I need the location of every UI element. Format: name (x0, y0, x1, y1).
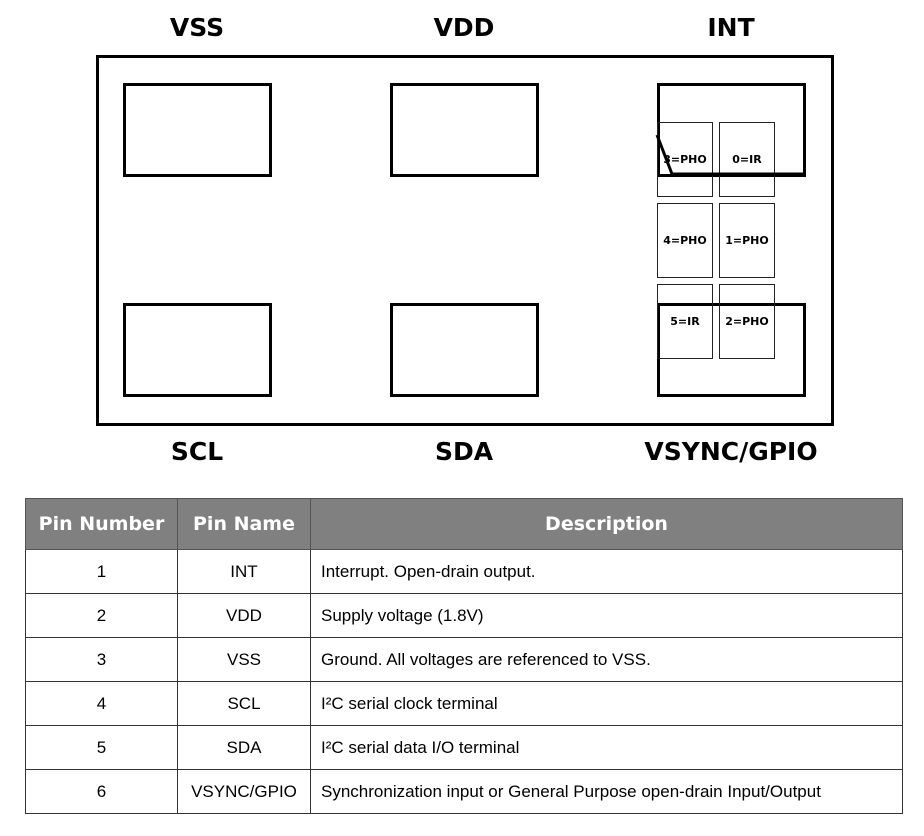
pin-name: VSS (177, 637, 311, 682)
table-row: 3 VSS Ground. All voltages are reference… (25, 637, 903, 682)
pin-number: 2 (25, 593, 178, 638)
pin-description: Synchronization input or General Purpose… (310, 769, 903, 814)
pin-name: VDD (177, 593, 311, 638)
table-row: 5 SDA I²C serial data I/O terminal (25, 725, 903, 770)
pad-sda (390, 303, 539, 397)
pin-name: SDA (177, 725, 311, 770)
table-row: 2 VDD Supply voltage (1.8V) (25, 593, 903, 638)
pad-vdd (390, 83, 539, 177)
pin-label-vdd: VDD (433, 13, 495, 42)
pad-vsync-gpio (657, 303, 806, 397)
pin-label-scl: SCL (170, 437, 224, 466)
pin-table: Pin Number Pin Name Description 1 INT In… (25, 498, 903, 814)
photodiode-2: 2=PHO (719, 284, 775, 359)
pin-number: 5 (25, 725, 178, 770)
table-row: 6 VSYNC/GPIO Synchronization input or Ge… (25, 769, 903, 814)
pin-description: Interrupt. Open-drain output. (310, 549, 903, 594)
header-pin-number: Pin Number (25, 498, 178, 550)
pad-vss (123, 83, 272, 177)
pin-name: INT (177, 549, 311, 594)
table-header-row: Pin Number Pin Name Description (25, 498, 903, 550)
package-outline (96, 55, 834, 426)
photodiode-4: 4=PHO (657, 203, 713, 278)
pin-description: Ground. All voltages are referenced to V… (310, 637, 903, 682)
pin-number: 4 (25, 681, 178, 726)
pin-name: SCL (177, 681, 311, 726)
pin-name: VSYNC/GPIO (177, 769, 311, 814)
pin-number: 1 (25, 549, 178, 594)
photodiode-1: 1=PHO (719, 203, 775, 278)
pin-label-sda: SDA (434, 437, 494, 466)
photodiode-5: 5=IR (657, 284, 713, 359)
pin-label-int: INT (707, 13, 755, 42)
photodiode-3: 3=PHO (657, 122, 713, 197)
pin-description: I²C serial clock terminal (310, 681, 903, 726)
pin-description: Supply voltage (1.8V) (310, 593, 903, 638)
header-description: Description (310, 498, 903, 550)
pin-label-vss: VSS (169, 13, 225, 42)
pin-description: I²C serial data I/O terminal (310, 725, 903, 770)
pin-label-vsync-gpio: VSYNC/GPIO (644, 437, 818, 466)
pad-scl (123, 303, 272, 397)
header-pin-name: Pin Name (177, 498, 311, 550)
pad-int (657, 83, 806, 177)
pin-number: 3 (25, 637, 178, 682)
pin-number: 6 (25, 769, 178, 814)
table-row: 4 SCL I²C serial clock terminal (25, 681, 903, 726)
photodiode-0: 0=IR (719, 122, 775, 197)
table-row: 1 INT Interrupt. Open-drain output. (25, 549, 903, 594)
